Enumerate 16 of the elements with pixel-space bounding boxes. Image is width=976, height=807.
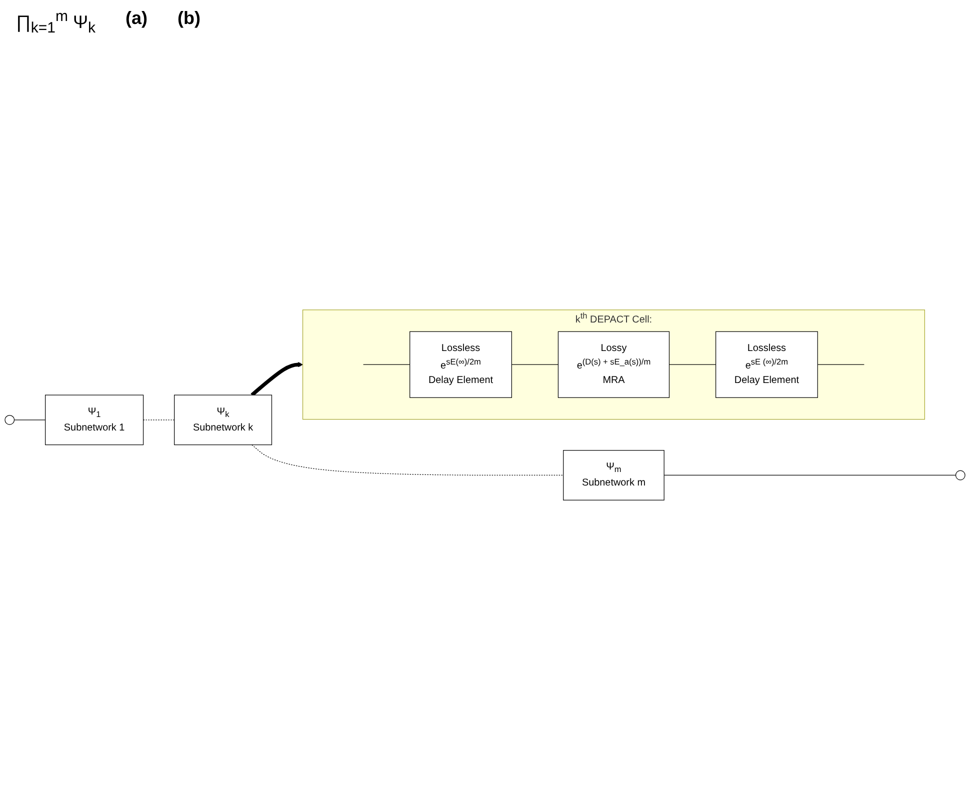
node-box: Lossy e$^{(D(s) + sE_a(s))/m}$ MRA <box>558 330 670 398</box>
formula-label: (b) <box>177 8 200 30</box>
node-circle <box>4 414 15 424</box>
connector <box>252 444 564 476</box>
connector <box>142 419 175 420</box>
node-box: Ψ$_{1}$ Subnetwork 1 <box>45 394 144 445</box>
node-box: Ψ$_{k}$ Subnetwork k <box>174 394 272 445</box>
node-box: Lossless e$^{sE(∞)/2m}$ Delay Element <box>410 330 512 398</box>
connector <box>14 419 46 420</box>
node-circle <box>955 470 966 480</box>
node-box: Lossless e$^{sE (∞)/2m}$ Delay Element <box>715 330 818 398</box>
node-box: Ψ$_{m}$ Subnetwork m <box>563 450 664 500</box>
formula-label: ∏$_{k=1}$$^{m}$ Ψ$_{k}$ <box>16 8 96 37</box>
formula-label: (a) <box>125 8 148 30</box>
connector <box>664 474 956 476</box>
arrow <box>250 361 304 396</box>
